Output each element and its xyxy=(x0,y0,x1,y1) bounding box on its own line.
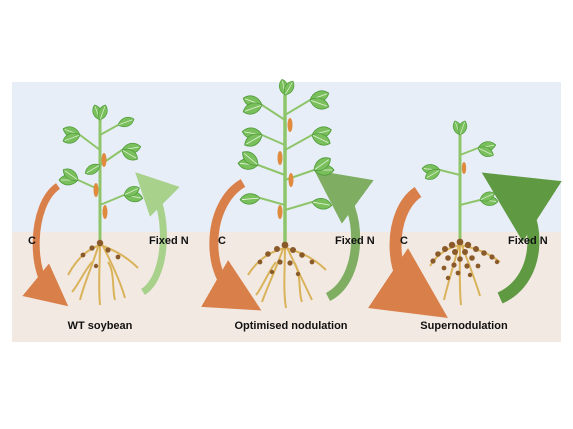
panel-supernodulation: C Fixed N Supernodulation xyxy=(368,119,562,332)
fixed-nitrogen-arrow xyxy=(314,170,374,301)
carbon-label: C xyxy=(400,235,408,247)
root-nodules xyxy=(257,241,315,277)
fixed-nitrogen-arrow xyxy=(481,172,562,304)
soil-background xyxy=(12,232,561,342)
panel-caption: Optimised nodulation xyxy=(234,320,347,332)
root-system xyxy=(247,242,327,309)
carbon-flow-arrow xyxy=(201,179,262,311)
fixed-nitrogen-label: Fixed N xyxy=(335,235,375,247)
seed-pods xyxy=(461,162,467,174)
panel-caption: Supernodulation xyxy=(420,320,508,332)
carbon-label: C xyxy=(28,235,36,247)
panel-wt-soybean: C Fixed N WT soybean xyxy=(22,103,189,332)
carbon-label: C xyxy=(218,235,226,247)
root-system xyxy=(67,239,139,306)
fixed-nitrogen-label: Fixed N xyxy=(149,235,189,247)
fixed-nitrogen-label: Fixed N xyxy=(508,235,548,247)
panel-caption: WT soybean xyxy=(68,320,133,332)
fixed-nitrogen-arrow xyxy=(135,172,180,295)
carbon-flow-arrow xyxy=(368,187,448,319)
root-nodules xyxy=(430,238,500,281)
panel-optimised-nodulation: C Fixed N Optimised nodulation xyxy=(201,78,375,332)
carbon-flow-arrow xyxy=(22,183,69,307)
seed-pods xyxy=(277,118,294,219)
root-nodules xyxy=(80,239,121,269)
seed-pods xyxy=(93,153,108,219)
